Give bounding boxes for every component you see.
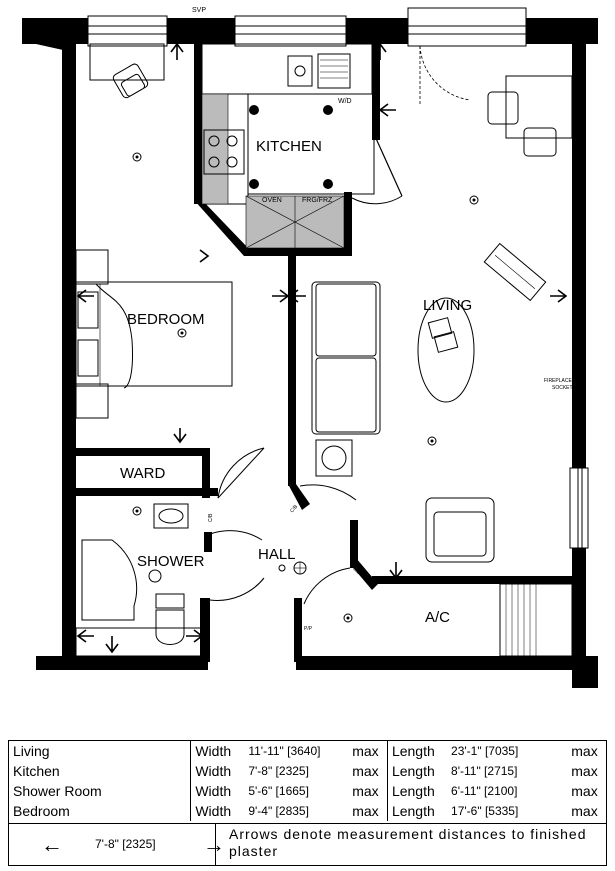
width-max-label: max: [348, 761, 388, 781]
fireplace-label: FIREPLACE: [544, 378, 572, 384]
legend-example: ← 7'-8" [2325]: [9, 824, 216, 866]
length-max-label: max: [571, 803, 598, 819]
internal-walls: [68, 44, 572, 662]
arrow-left-icon: ←: [41, 832, 63, 857]
width-label: Width: [195, 743, 232, 759]
cupboard-label-3: C/B: [208, 513, 214, 522]
width-max-label: max: [348, 741, 388, 761]
length-value: 23'-1" [7035]: [451, 744, 519, 758]
socket-label: SOCKET: [552, 385, 573, 391]
measurement-arrows: [76, 42, 568, 654]
length-value: 8'-11" [2715]: [451, 764, 518, 778]
room-name: Living: [9, 741, 192, 761]
width-max-label: max: [348, 781, 388, 801]
width-value: 11'-11" [3640]: [248, 744, 321, 758]
room-label-ward: WARD: [120, 465, 165, 482]
washer-dryer-label: W/D: [338, 98, 352, 105]
room-name: Shower Room: [9, 781, 192, 801]
svp-label: SVP: [192, 7, 206, 14]
legend-note: Arrows denote measurement distances to f…: [229, 826, 587, 859]
legend: ← 7'-8" [2325] → Arrows denote measureme…: [9, 823, 606, 866]
room-name: Kitchen: [9, 761, 192, 781]
length-label: Length: [391, 763, 435, 779]
length-label: Length: [391, 803, 435, 819]
width-value: 5'-6" [1665]: [248, 784, 309, 798]
cupboard-label-2: C/B: [351, 566, 362, 577]
length-label: Length: [391, 783, 435, 799]
outer-walls: [22, 18, 598, 688]
hall-fittings: C/B C/B C/B P/P: [208, 447, 573, 660]
width-value: 9'-4" [2835]: [248, 804, 309, 818]
length-max-label: max: [571, 743, 598, 759]
room-label-ac: A/C: [425, 609, 450, 626]
floor-plan: W/D OVEN FRG/FRZ: [22, 7, 598, 688]
room-label-kitchen: KITCHEN: [256, 138, 322, 155]
width-max-label: max: [348, 801, 388, 821]
room-label-shower: SHOWER: [137, 553, 205, 570]
cupboard-label-1: C/B: [289, 503, 299, 514]
room-name: Bedroom: [9, 801, 192, 821]
pip-label: P/P: [304, 626, 313, 632]
width-value: 7'-8" [2325]: [248, 764, 309, 778]
oven-label: OVEN: [262, 197, 282, 204]
width-label: Width: [195, 803, 232, 819]
living-fittings: FIREPLACE SOCKET: [311, 75, 573, 563]
width-label: Width: [195, 763, 232, 779]
legend-dimension: 7'-8" [2325]: [95, 837, 156, 851]
length-value: 17'-6" [5335]: [451, 804, 519, 818]
room-label-living: LIVING: [423, 297, 472, 314]
room-label-bedroom: BEDROOM: [127, 311, 205, 328]
arrow-right-icon: →: [203, 832, 225, 857]
room-label-hall: HALL: [258, 546, 296, 563]
length-max-label: max: [571, 783, 598, 799]
windows: [87, 7, 589, 549]
length-value: 6'-11" [2100]: [451, 784, 518, 798]
length-label: Length: [391, 743, 435, 759]
length-max-label: max: [571, 763, 598, 779]
width-label: Width: [195, 783, 232, 799]
kitchen-fittings: W/D OVEN FRG/FRZ: [201, 43, 403, 249]
bedroom-fittings: [75, 43, 233, 419]
shower-room-fittings: [75, 503, 203, 657]
fridge-freezer-label: FRG/FRZ: [302, 197, 333, 204]
